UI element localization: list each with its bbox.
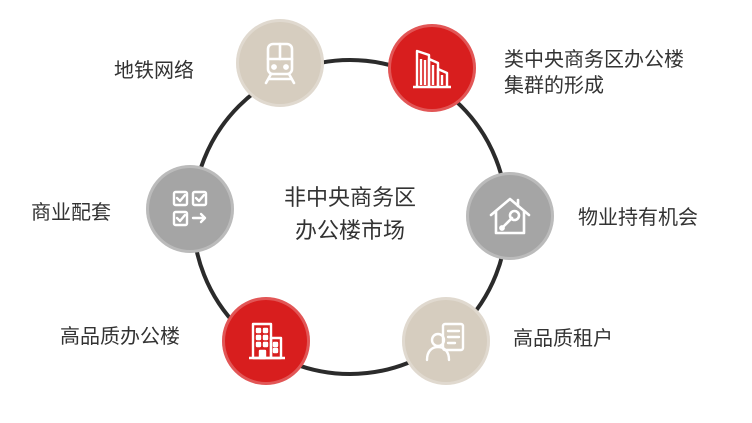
amenities-checklist-icon — [172, 190, 208, 227]
house-wrench-icon — [489, 197, 531, 235]
node-metro — [236, 19, 324, 107]
center-title-line2: 办公楼市场 — [294, 219, 405, 244]
office-buildings-icon — [413, 49, 451, 89]
office-building-icon — [249, 322, 285, 360]
label-ownership: 物业持有机会 — [578, 205, 698, 229]
label-cbd-cluster: 类中央商务区办公楼 集群的形成 — [504, 46, 684, 98]
node-ownership — [466, 172, 554, 260]
center-title: 非中央商务区 办公楼市场 — [250, 182, 450, 248]
label-cbd-cluster-line2: 集群的形成 — [504, 73, 604, 97]
label-amenities: 商业配套 — [31, 200, 111, 224]
node-cbd-cluster — [388, 24, 476, 112]
label-metro: 地铁网络 — [114, 58, 194, 82]
node-offices — [222, 297, 310, 385]
train-icon — [264, 42, 296, 85]
node-tenants — [402, 297, 490, 385]
node-amenities — [146, 165, 234, 253]
tenant-document-icon — [425, 322, 465, 362]
label-tenants: 高品质租户 — [513, 326, 613, 350]
center-title-line1: 非中央商务区 — [283, 186, 416, 211]
label-cbd-cluster-line1: 类中央商务区办公楼 — [504, 47, 684, 71]
label-offices: 高品质办公楼 — [60, 324, 180, 348]
